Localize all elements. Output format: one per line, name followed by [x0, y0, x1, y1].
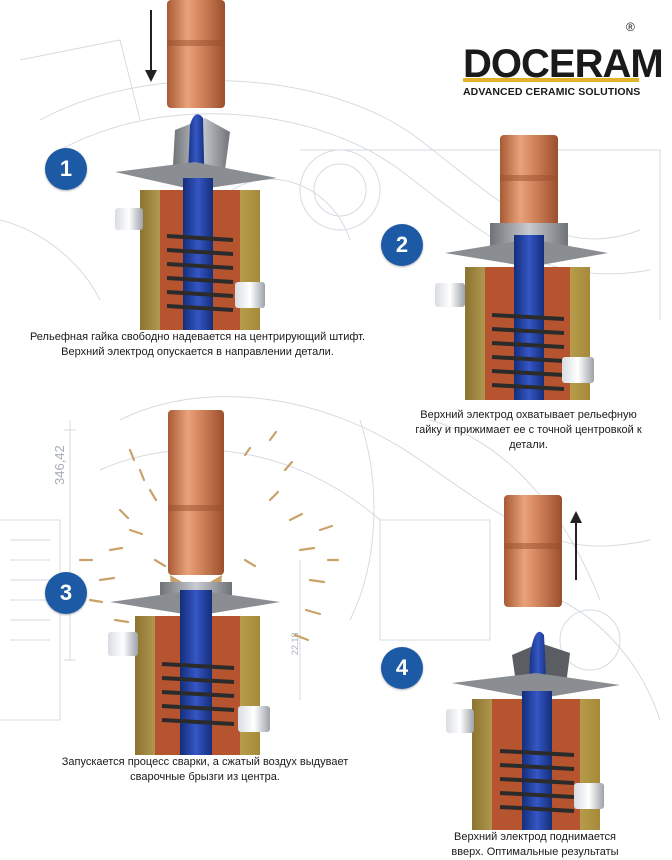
step-2-illustration: [435, 135, 608, 400]
caption-line: гайку и прижимает ее с точной центровкой…: [415, 424, 642, 436]
step-1-illustration: [115, 0, 277, 330]
caption-line: детали.: [509, 439, 548, 451]
doceram-logo: DOCERAM ® ADVANCED CERAMIC SOLUTIONS: [463, 20, 664, 102]
step-1-badge: 1: [45, 148, 87, 190]
dimension-label-1: 346,42: [52, 445, 67, 485]
caption-line: Запускается процесс сварки, а сжатый воз…: [61, 756, 349, 768]
caption-line: сварочные брызги из центра.: [130, 771, 280, 783]
step-1-caption: Рельефная гайка свободно надевается на ц…: [25, 330, 370, 360]
registered-mark: ®: [626, 20, 635, 34]
step-2-badge: 2: [381, 224, 423, 266]
logo-accent-bar: [463, 78, 639, 82]
step-3-illustration: [78, 410, 340, 755]
logo-wordmark: DOCERAM: [463, 42, 664, 86]
caption-line: Рельефная гайка свободно надевается на ц…: [29, 331, 366, 343]
caption-line: вверх. Оптимальные результаты: [451, 846, 619, 858]
step-4-illustration: [446, 495, 620, 830]
step-4-badge: 4: [381, 647, 423, 689]
caption-line: Верхний электрод поднимается: [454, 831, 616, 843]
step-3-badge: 3: [45, 572, 87, 614]
caption-line: Верхний электрод опускается в направлени…: [61, 346, 334, 358]
caption-line: Верхний электрод охватывает рельефную: [420, 409, 637, 421]
step-4-caption: Верхний электрод поднимается вверх. Опти…: [430, 830, 640, 860]
logo-tagline: ADVANCED CERAMIC SOLUTIONS: [463, 86, 641, 98]
step-3-caption: Запускается процесс сварки, а сжатый воз…: [35, 755, 375, 785]
step-2-caption: Верхний электрод охватывает рельефную га…: [396, 408, 661, 453]
